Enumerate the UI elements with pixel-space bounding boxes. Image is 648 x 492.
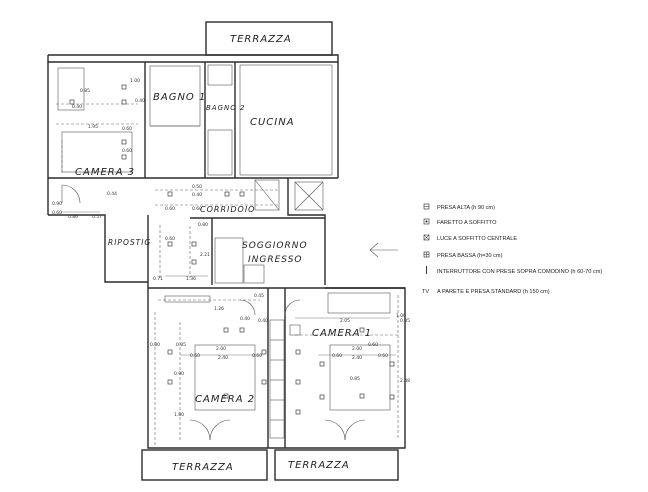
dimension-label: 0.60 bbox=[378, 353, 388, 359]
room-label-corridoio: CORRIDOIO bbox=[200, 205, 255, 214]
legend-row-presa-alta: PRESA ALTA (h 90 cm) bbox=[423, 203, 495, 211]
presa-alta-icon bbox=[423, 203, 430, 210]
luce-soffitto-icon bbox=[423, 234, 430, 241]
dimension-label: 2.00 bbox=[352, 346, 362, 352]
dimension-label: 0.40 bbox=[258, 318, 268, 324]
dimension-label: 1.00 bbox=[396, 313, 406, 319]
dimension-label: 1.00 bbox=[130, 78, 140, 84]
dimension-label: 0.40 bbox=[135, 98, 145, 104]
dimension-label: 0.86 bbox=[68, 214, 78, 220]
dimension-label: 0.40 bbox=[192, 192, 202, 198]
dimension-label: 0.85 bbox=[80, 88, 90, 94]
dimension-label: 0.40 bbox=[72, 104, 82, 110]
room-label-ripostiglio: RIPOSTIG bbox=[108, 238, 151, 247]
beds bbox=[57, 67, 391, 411]
dimension-label: 0.60 bbox=[368, 342, 378, 348]
bed-camera-2 bbox=[194, 344, 256, 411]
dimension-label: 0.45 bbox=[254, 293, 264, 299]
legend: PRESA ALTA (h 90 cm) FARETTO A SOFFITTO … bbox=[422, 203, 602, 295]
svg-text:PRESA BASSA (h=30 cm): PRESA BASSA (h=30 cm) bbox=[437, 253, 503, 259]
bed-camera-1 bbox=[329, 344, 391, 411]
dimension-label: 2.48 bbox=[400, 378, 410, 384]
outer-walls bbox=[47, 21, 406, 481]
dimension-label: 0.44 bbox=[107, 191, 117, 197]
faretto-icon bbox=[423, 218, 430, 225]
dimension-label: 1.26 bbox=[214, 306, 224, 312]
dimension-label: 0.60 bbox=[165, 236, 175, 242]
dimension-label: 2.05 bbox=[340, 318, 350, 324]
svg-text:PRESA ALTA (h 90 cm): PRESA ALTA (h 90 cm) bbox=[437, 205, 495, 211]
legend-row-luce-soffitto: LUCE A SOFFITTO CENTRALE bbox=[423, 234, 517, 242]
dimension-label: 0.60 bbox=[165, 206, 175, 212]
dimension-label: 0.60 bbox=[122, 126, 132, 132]
tv-icon: TV bbox=[422, 289, 429, 295]
dimension-label: 0.90 bbox=[174, 371, 184, 377]
svg-text:A PARETE E PRESA STANDARD (h 1: A PARETE E PRESA STANDARD (h 150 cm) bbox=[437, 289, 550, 295]
dimension-label: 0.85 bbox=[176, 342, 186, 348]
dimension-label: 0.80 bbox=[198, 222, 208, 228]
legend-row-interruttore: INTERRUTTORE CON PRESE SOPRA COMODINO (h… bbox=[426, 266, 602, 275]
legend-row-presa-bassa: PRESA BASSA (h=30 cm) bbox=[423, 251, 503, 259]
dimension-label: 0.80 bbox=[150, 342, 160, 348]
dimension-label: 1.95 bbox=[88, 124, 98, 130]
doors bbox=[61, 179, 366, 441]
dimension-label: 0.60 bbox=[252, 353, 262, 359]
room-label-terrazza-bottom-right: TERRAZZA bbox=[288, 460, 350, 471]
room-label-terrazza-top: TERRAZZA bbox=[230, 34, 292, 45]
dimension-label: 0.85 bbox=[350, 376, 360, 382]
svg-text:INTERRUTTORE CON PRESE SOPRA C: INTERRUTTORE CON PRESE SOPRA COMODINO (h… bbox=[437, 269, 602, 275]
dimension-label: 0.60 bbox=[52, 210, 62, 216]
room-label-camera-3: CAMERA 3 bbox=[75, 167, 135, 178]
dimension-label: 0.85 bbox=[400, 318, 410, 324]
dimension-label: 2.21 bbox=[200, 252, 210, 258]
svg-text:FARETTO A SOFFITTO: FARETTO A SOFFITTO bbox=[437, 220, 497, 226]
room-label-cucina: CUCINA bbox=[250, 117, 295, 128]
svg-text:LUCE A SOFFITTO CENTRALE: LUCE A SOFFITTO CENTRALE bbox=[437, 236, 517, 242]
dimension-labels: 0.85 1.00 0.40 0.40 1.95 0.60 0.60 0.90 … bbox=[52, 78, 410, 418]
electrical-symbols bbox=[69, 84, 395, 415]
entrance-arrow bbox=[369, 242, 398, 258]
dimension-label: 0.60 bbox=[192, 206, 202, 212]
dimension-label: 0.50 bbox=[192, 184, 202, 190]
room-label-camera-1: CAMERA 1 bbox=[312, 328, 372, 339]
room-label-soggiorno: SOGGIORNO bbox=[242, 241, 308, 251]
room-label-camera-2: CAMERA 2 bbox=[195, 394, 255, 405]
dimension-label: 0.60 bbox=[190, 353, 200, 359]
legend-row-tv: TV A PARETE E PRESA STANDARD (h 150 cm) bbox=[422, 289, 550, 295]
dimension-label: 2.40 bbox=[218, 355, 228, 361]
dimension-label: 1.36 bbox=[186, 276, 196, 282]
dimension-label: 0.57 bbox=[92, 214, 102, 220]
dimension-label: 0.90 bbox=[52, 201, 62, 207]
room-label-bagno-2: BAGNO 2 bbox=[206, 104, 245, 112]
dimension-label: 2.40 bbox=[352, 355, 362, 361]
legend-row-faretto: FARETTO A SOFFITTO bbox=[423, 218, 497, 226]
room-label-terrazza-bottom-left: TERRAZZA bbox=[172, 462, 234, 473]
presa-bassa-icon bbox=[423, 251, 430, 258]
dimension-label: 0.60 bbox=[122, 148, 132, 154]
dimension-label: 0.71 bbox=[153, 276, 163, 282]
room-label-bagno-1: BAGNO 1 bbox=[153, 92, 206, 103]
room-label-ingresso: INGRESSO bbox=[248, 255, 303, 265]
dimension-label: 1.80 bbox=[174, 412, 184, 418]
interior-walls bbox=[48, 62, 405, 448]
dimension-label: 2.00 bbox=[216, 346, 226, 352]
dimension-label: 0.60 bbox=[332, 353, 342, 359]
dimension-lines bbox=[56, 103, 399, 445]
dimension-label: 0.40 bbox=[240, 316, 250, 322]
